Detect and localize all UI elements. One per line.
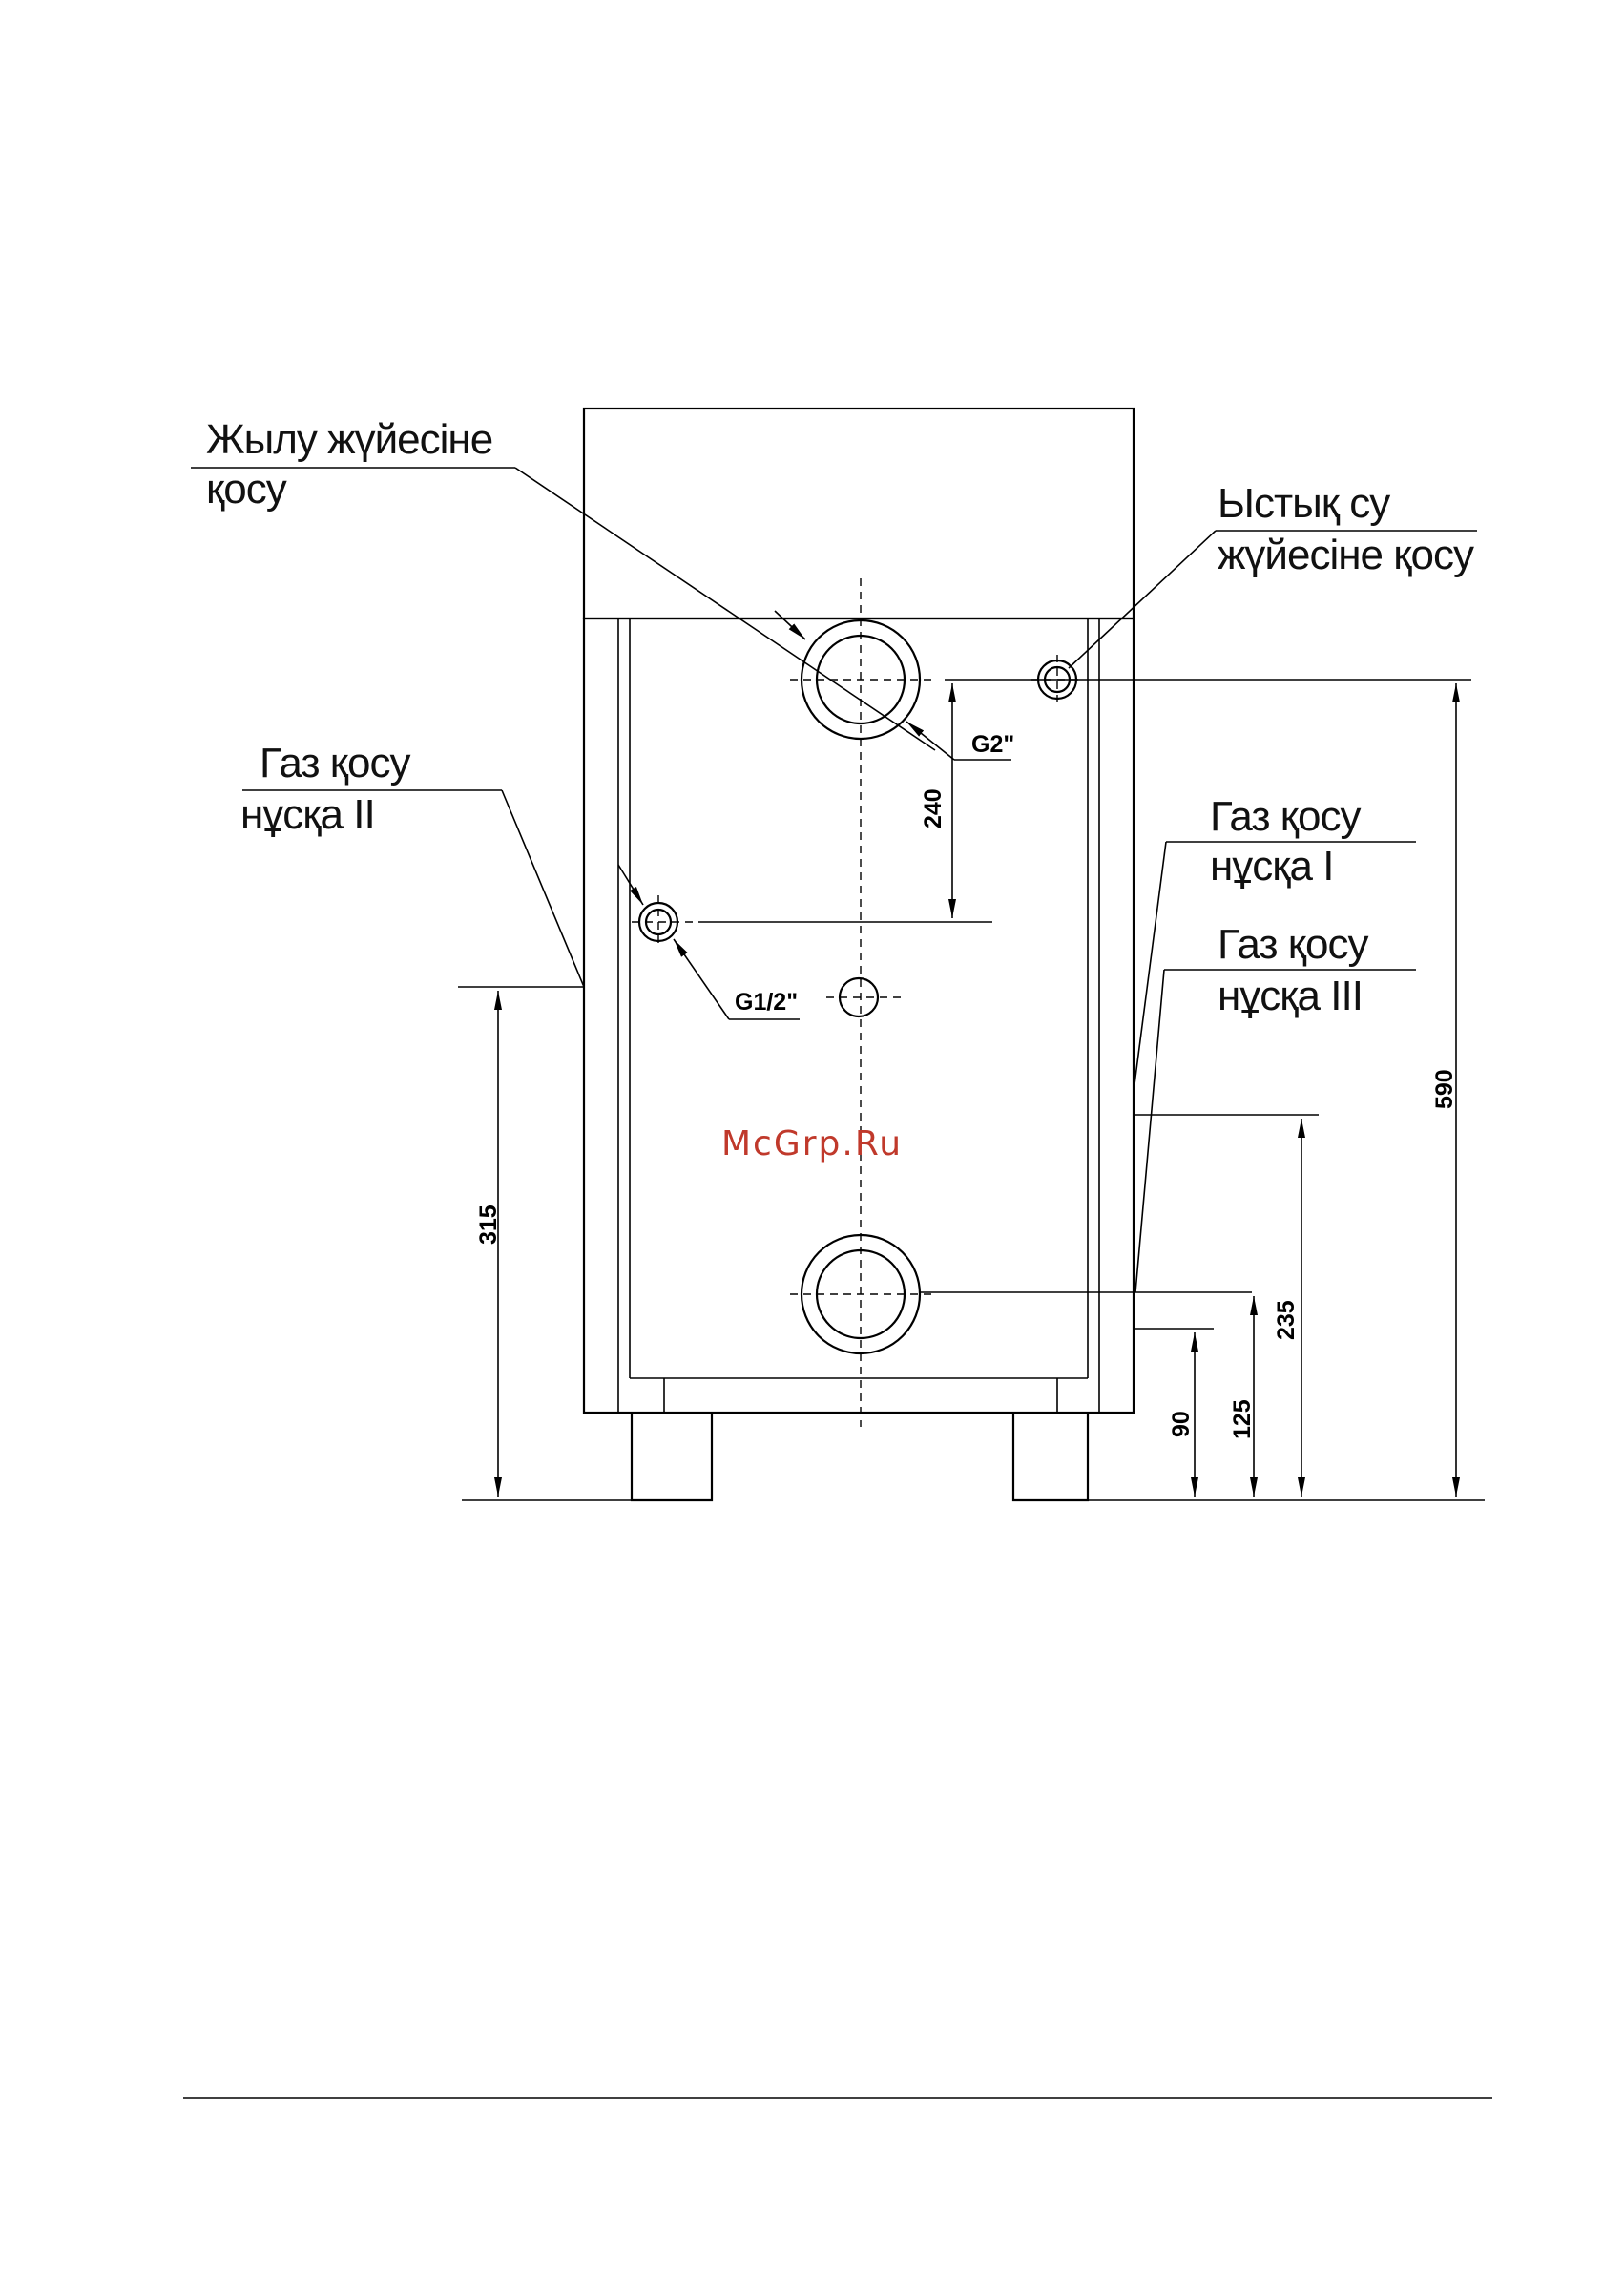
main-thread-label: G2" xyxy=(971,731,1014,758)
gas-option-3-label-line2: нұсқа III xyxy=(1218,973,1363,1019)
dimension-590-label: 590 xyxy=(1431,1069,1458,1109)
hot-water-label-line1: Ыстық су xyxy=(1218,480,1390,527)
boiler-body xyxy=(584,409,1134,1413)
gas-thread-callout: G1/2" xyxy=(618,865,800,1019)
gas-option-2-label-line1: Газ қосу xyxy=(260,740,410,786)
boiler-legs xyxy=(632,1413,1088,1500)
dimension-125-label: 125 xyxy=(1229,1399,1256,1439)
dimension-235: 235 xyxy=(1134,1115,1319,1497)
watermark: McGrp.Ru xyxy=(721,1124,903,1163)
dimension-315: 315 xyxy=(458,987,584,1497)
dimension-90: 90 xyxy=(1134,1329,1214,1497)
gas-option-2-callout: Газ қосу нұсқа II xyxy=(240,740,584,987)
main-thread-callout: G2" xyxy=(775,611,1014,760)
gas-option-1-label-line1: Газ қосу xyxy=(1210,793,1361,840)
heating-connection-label-line2: қосу xyxy=(206,466,287,513)
gas-option-2-label-line2: нұсқа II xyxy=(240,791,375,838)
hot-water-label-line2: жүйесіне қосу xyxy=(1218,532,1474,578)
gas-pipe-center xyxy=(826,978,901,1016)
heating-connection-callout: Жылу жүйесіне қосу xyxy=(191,416,935,750)
gas-option-1-label-line2: нұсқа I xyxy=(1210,843,1333,890)
gas-option-3-label-line1: Газ қосу xyxy=(1218,921,1368,968)
dimension-240-label: 240 xyxy=(920,788,947,828)
heating-connection-label-line1: Жылу жүйесіне xyxy=(206,416,492,463)
hot-water-callout: Ыстық су жүйесіне қосу xyxy=(1069,480,1477,668)
dimension-235-label: 235 xyxy=(1273,1300,1300,1340)
gas-thread-label: G1/2" xyxy=(735,989,798,1016)
dimension-590: 590 xyxy=(1431,683,1458,1497)
dimension-90-label: 90 xyxy=(1168,1411,1195,1437)
gas-option-3-callout: Газ қосу нұсқа III xyxy=(1135,921,1416,1292)
dimension-315-label: 315 xyxy=(475,1205,502,1245)
